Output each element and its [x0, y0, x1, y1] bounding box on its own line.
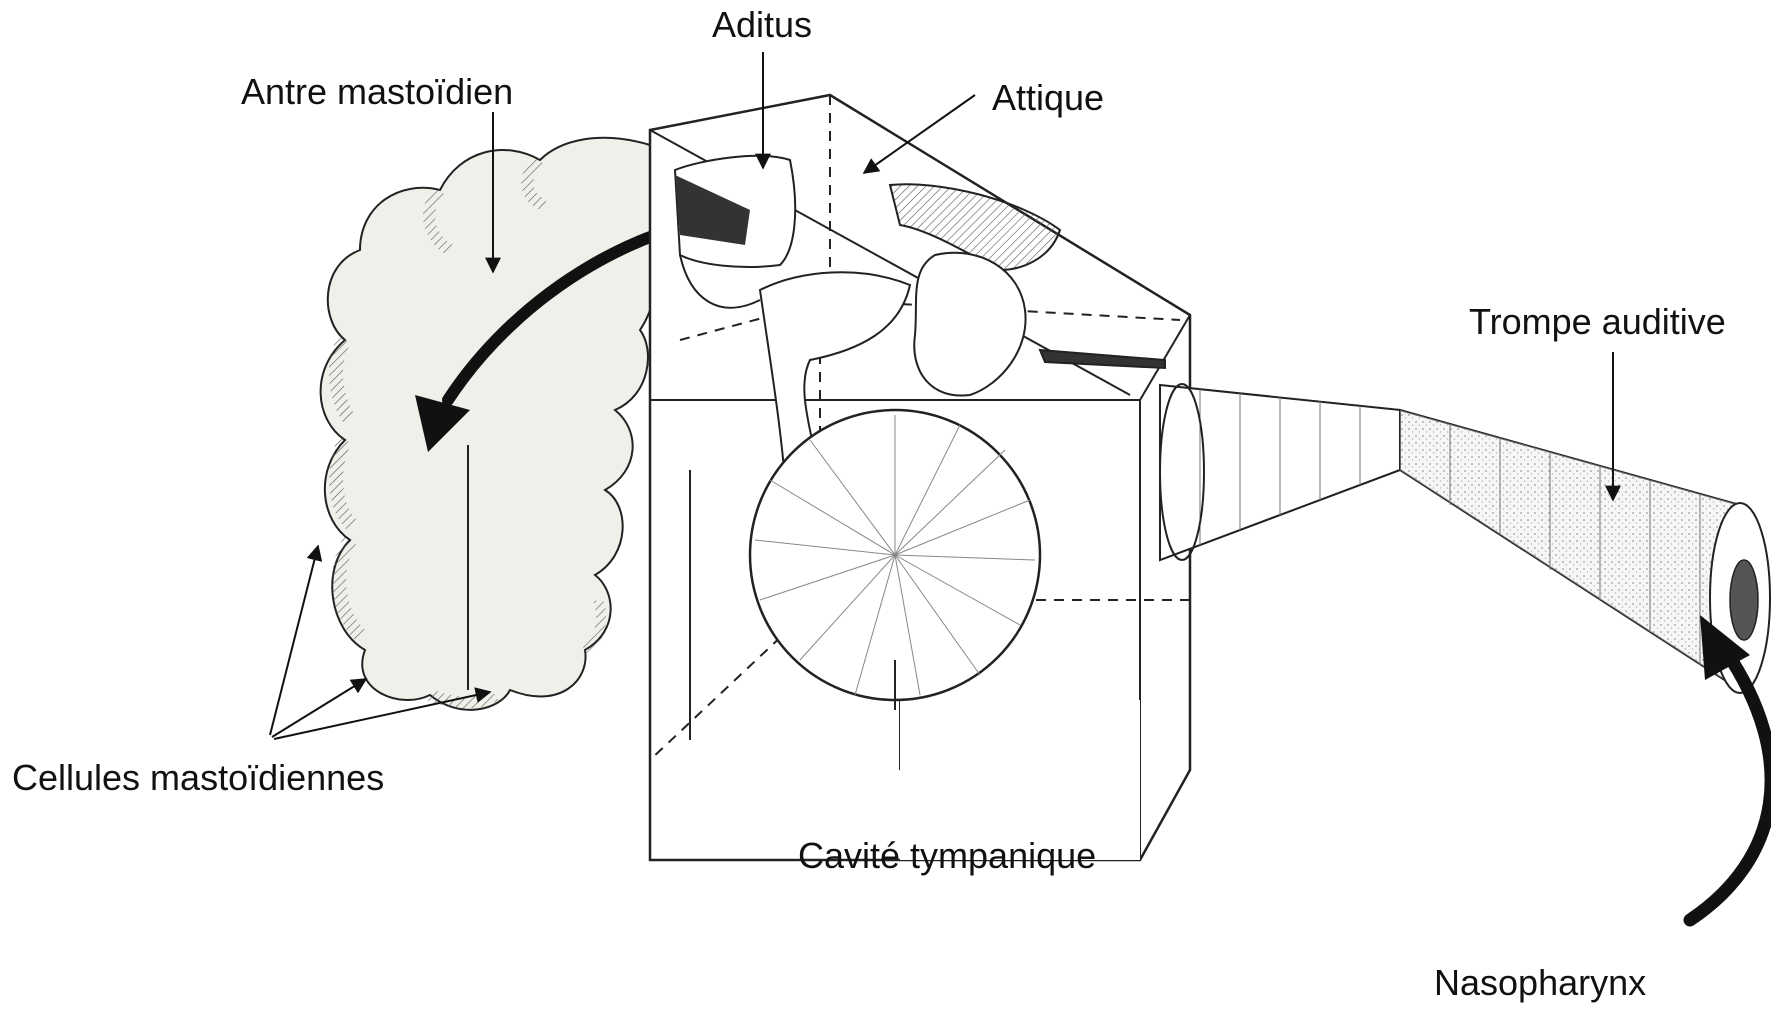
label-cavite-tympanique: Cavité tympanique — [798, 838, 1096, 874]
label-antre-mastoidien: Antre mastoïdien — [241, 74, 513, 110]
mastoid-cells-cloud — [321, 138, 657, 710]
label-nasopharynx: Nasopharynx — [1434, 965, 1646, 1001]
label-cellules-mastoidiennes: Cellules mastoïdiennes — [12, 760, 384, 796]
auditory-tube — [1160, 384, 1770, 693]
label-attique: Attique — [992, 80, 1104, 116]
label-trompe-auditive: Trompe auditive — [1469, 304, 1726, 340]
pointer-cellules-1 — [270, 546, 318, 735]
label-aditus: Aditus — [712, 7, 812, 43]
